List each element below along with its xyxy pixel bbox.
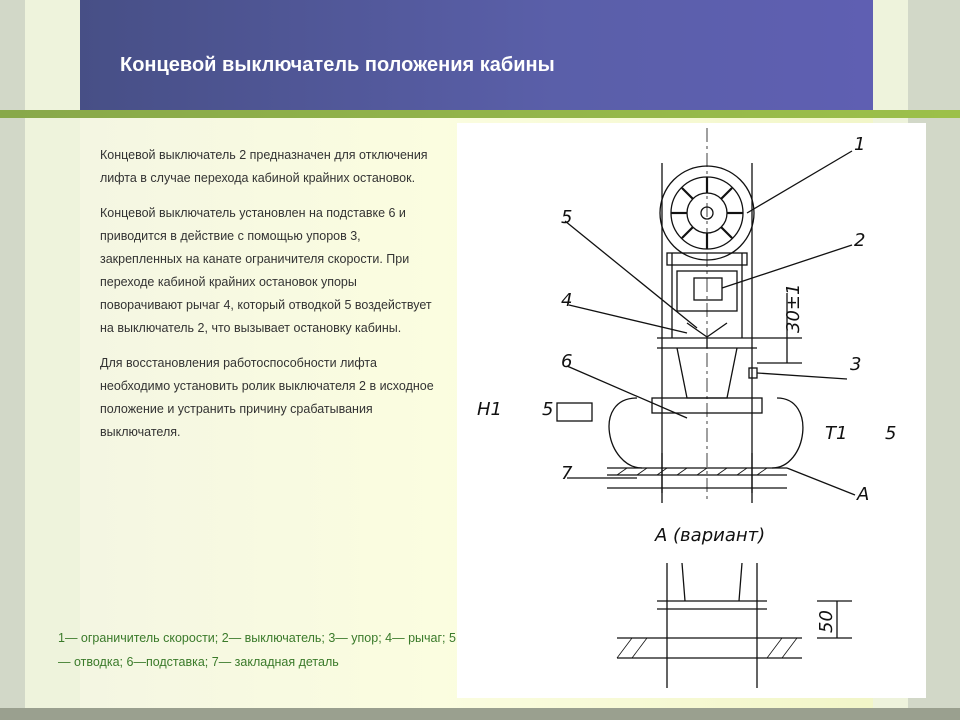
callout-a: A — [856, 484, 869, 505]
callout-6: 6 — [561, 351, 572, 372]
paragraph-recovery: Для восстановления работоспособности лиф… — [100, 356, 434, 439]
view-caption: А (вариант) — [654, 525, 765, 546]
roughness-t1: 5 — [885, 423, 896, 444]
label-t1: T1 — [825, 423, 847, 444]
header-band — [80, 0, 873, 110]
dimension-50: 50 — [816, 610, 837, 633]
paragraph-mechanism: Концевой выключатель установлен на подст… — [100, 206, 432, 335]
dimension-30: 30±1 — [783, 284, 804, 333]
roughness-h1: 5 — [542, 399, 553, 420]
technical-drawing: 1 2 3 4 5 6 7 A H1 5 T1 5 30±1 50 А (вар… — [457, 123, 926, 698]
callout-3: 3 — [850, 354, 861, 375]
description-text: Концевой выключатель 2 предназначен для … — [100, 144, 440, 456]
parts-legend: 1— ограничитель скорости; 2— выключатель… — [58, 631, 456, 669]
green-divider — [0, 110, 960, 118]
callout-2: 2 — [854, 230, 865, 251]
page-title: Концевой выключатель положения кабины — [120, 54, 555, 76]
bottom-band — [0, 708, 960, 720]
paragraph-purpose: Концевой выключатель 2 предназначен для … — [100, 148, 428, 185]
callout-5: 5 — [561, 207, 572, 228]
label-h1: H1 — [477, 399, 502, 420]
callout-1: 1 — [854, 134, 865, 155]
callout-7: 7 — [561, 463, 573, 484]
callout-4: 4 — [561, 290, 572, 311]
limit-switch-drawing: 1 2 3 4 5 6 7 A H1 5 T1 5 30±1 50 А (вар… — [477, 128, 896, 688]
left-stripe — [25, 0, 80, 720]
